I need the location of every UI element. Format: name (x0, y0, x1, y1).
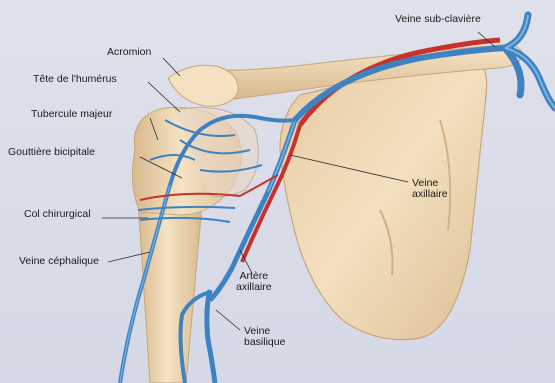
label-veine-cephalique: Veine céphalique (19, 256, 99, 267)
scapula (280, 55, 487, 340)
label-veine-basilique: Veine basilique (244, 326, 285, 348)
label-acromion: Acromion (107, 47, 151, 58)
basilic-vein (207, 290, 215, 383)
label-veine-axillaire: Veine axillaire (412, 178, 448, 200)
label-artere-axillaire: Artère axillaire (236, 271, 272, 293)
label-tubercule-majeur: Tubercule majeur (31, 109, 112, 120)
label-tete-humerus: Tête de l'humérus (33, 74, 117, 85)
acromion-bone (168, 65, 238, 106)
label-veine-sub-claviere: Veine sub-clavière (395, 14, 481, 25)
label-gouttiere-bicipitale: Gouttière bicipitale (8, 147, 95, 158)
label-col-chirurgical: Col chirurgical (24, 209, 91, 220)
humerus (138, 200, 202, 383)
